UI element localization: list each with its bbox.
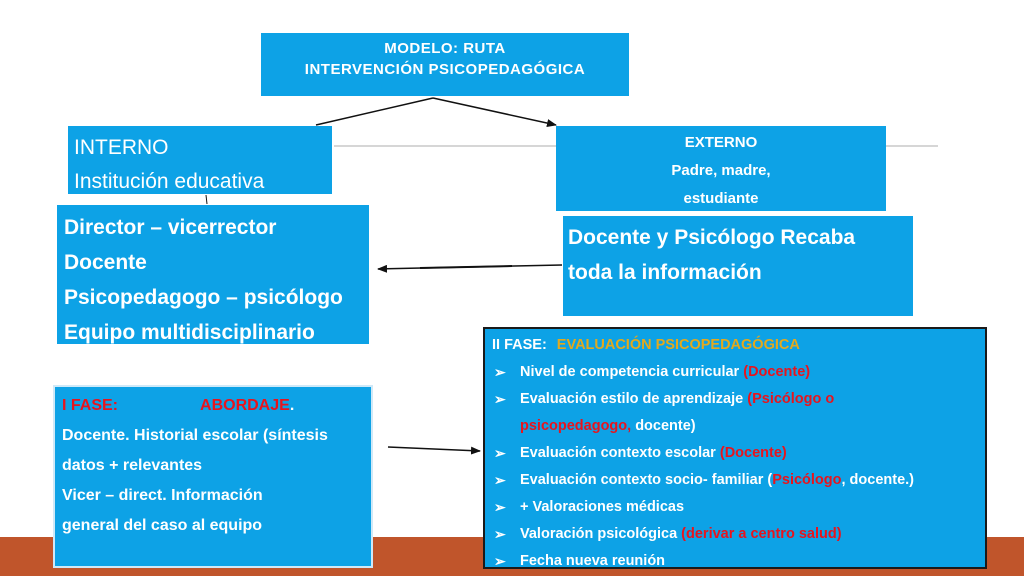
fase1-line: Vicer – direct. Información	[62, 487, 263, 504]
connector-interno-to-roles	[205, 194, 208, 205]
arrowhead-bullet-icon: ➢	[494, 364, 506, 380]
arrow-title-to-externo	[432, 97, 557, 127]
info-line-2: toda la información	[568, 261, 762, 284]
list-item: ➢Evaluación estilo de aprendizaje (Psicó…	[492, 386, 985, 413]
arrowhead-bullet-icon: ➢	[494, 526, 506, 542]
info-box: Docente y Psicólogo Recaba toda la infor…	[563, 216, 913, 316]
externo-line-3: estudiante	[683, 190, 759, 207]
externo-line-2: Padre, madre,	[671, 162, 771, 179]
title-box: MODELO: RUTA INTERVENCIÓN PSICOPEDAGÓGIC…	[261, 33, 629, 96]
fase1-line: datos + relevantes	[62, 457, 203, 474]
arrowhead-bullet-icon: ➢	[494, 472, 506, 488]
role-item: Director – vicerrector	[64, 216, 277, 239]
arrowhead-bullet-icon: ➢	[494, 391, 506, 407]
list-item: ➢Evaluación contexto escolar (Docente)	[492, 440, 985, 467]
roles-box: Director – vicerrector Docente Psicopeda…	[57, 205, 369, 344]
fase1-period: .	[289, 397, 295, 414]
fase1-header: I FASE: ABORDAJE.	[62, 391, 371, 421]
fase1-box: I FASE: ABORDAJE. Docente. Historial esco…	[53, 385, 373, 568]
externo-heading: EXTERNO	[684, 134, 758, 151]
fase1-name: ABORDAJE	[200, 397, 290, 414]
list-item-continuation: psicopedagogo, docente)	[520, 418, 696, 434]
title-line-1: MODELO: RUTA	[384, 40, 506, 57]
fase1-label: I FASE:	[62, 397, 119, 414]
interno-subheading: Institución educativa	[74, 170, 265, 193]
fase2-name: EVALUACIÓN PSICOPEDAGÓGICA	[556, 337, 800, 353]
fase1-line: general del caso al equipo	[62, 517, 263, 534]
title-line-2: INTERVENCIÓN PSICOPEDAGÓGICA	[304, 61, 586, 78]
arrow-info-to-roles-stroke	[419, 265, 513, 269]
externo-box: EXTERNO Padre, madre, estudiante	[556, 126, 886, 211]
fase2-box: II FASE: EVALUACIÓN PSICOPEDAGÓGICA ➢Nive…	[483, 327, 987, 569]
arrowhead-bullet-icon: ➢	[494, 553, 506, 569]
fase2-label: II FASE:	[492, 337, 547, 353]
arrow-title-to-interno	[315, 97, 434, 126]
role-item: Docente	[64, 251, 147, 274]
arrowhead-bullet-icon: ➢	[494, 499, 506, 515]
list-item: ➢Evaluación contexto socio- familiar (Ps…	[492, 467, 985, 494]
list-item: ➢Nivel de competencia curricular (Docent…	[492, 359, 985, 386]
list-item: ➢Valoración psicológica (derivar a centr…	[492, 521, 985, 548]
fase2-header: II FASE: EVALUACIÓN PSICOPEDAGÓGICA	[492, 332, 985, 359]
role-item: Psicopedagogo – psicólogo	[64, 286, 343, 309]
arrowhead-bullet-icon: ➢	[494, 445, 506, 461]
info-line-1: Docente y Psicólogo Recaba	[568, 226, 856, 249]
list-item: ➢Fecha nueva reunión	[492, 548, 985, 575]
list-item: ➢+ Valoraciones médicas	[492, 494, 985, 521]
interno-heading: INTERNO	[74, 136, 169, 159]
role-item: Equipo multidisciplinario	[64, 321, 315, 344]
interno-box: INTERNO Institución educativa	[68, 126, 332, 194]
fase1-line: Docente. Historial escolar (síntesis	[62, 427, 328, 444]
arrow-fase1-to-fase2	[387, 446, 481, 455]
